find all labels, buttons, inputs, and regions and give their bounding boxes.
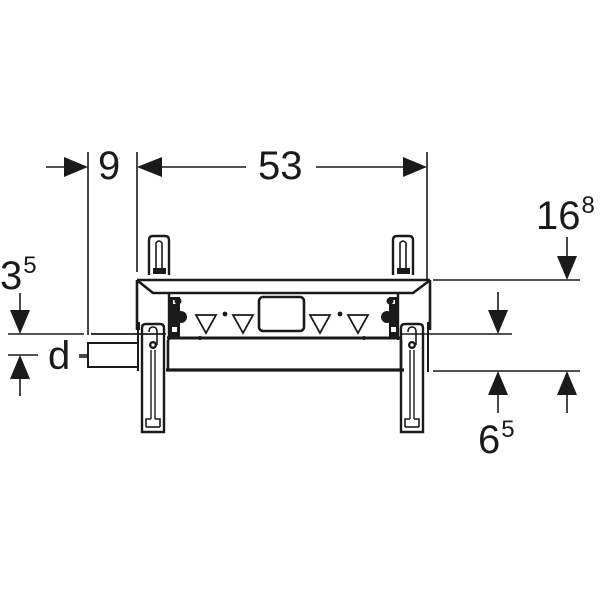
- top-post-right: [391, 234, 415, 275]
- dim-label-6-5: 65: [478, 418, 515, 462]
- center-plate: [257, 295, 306, 333]
- dim-16-8-sup: 8: [581, 192, 595, 219]
- dim-d-main: d: [48, 334, 71, 378]
- right-bolts: [381, 297, 399, 337]
- dim-label-53: 53: [258, 146, 303, 186]
- leg-left: [137, 322, 166, 434]
- dim-6-5-sup: 5: [501, 416, 515, 443]
- dim-6-5-main: 6: [478, 418, 501, 462]
- inner-panel: [167, 293, 400, 340]
- top-post-left: [147, 234, 171, 275]
- lower-rail: [166, 340, 404, 372]
- dim-arrows-6-5: [488, 371, 577, 413]
- dim-arrows-53: [137, 157, 427, 177]
- dim-53-main: 53: [258, 144, 303, 188]
- dim-3-5-main: 3: [0, 254, 23, 298]
- pipe-stub: [87, 342, 139, 368]
- dim-arrows-3-5: [10, 293, 30, 396]
- left-bolts: [170, 297, 187, 337]
- alignment-markers: [194, 311, 370, 340]
- dim-label-9: 9: [98, 146, 120, 186]
- top-rail: [135, 278, 432, 330]
- dim-3-5-sup: 5: [23, 252, 37, 279]
- dim-arrow-16-8: [557, 237, 577, 280]
- dim-label-3-5: 35: [0, 254, 37, 298]
- leg-right: [399, 322, 430, 434]
- dim-9-main: 9: [98, 144, 121, 188]
- dim-label-16-8: 168: [536, 194, 595, 238]
- dim-label-d: d: [48, 336, 70, 376]
- dim-arrows-9: [46, 157, 88, 177]
- dim-16-8-main: 16: [536, 194, 581, 238]
- dim-arrow-right-pipe: [488, 292, 508, 334]
